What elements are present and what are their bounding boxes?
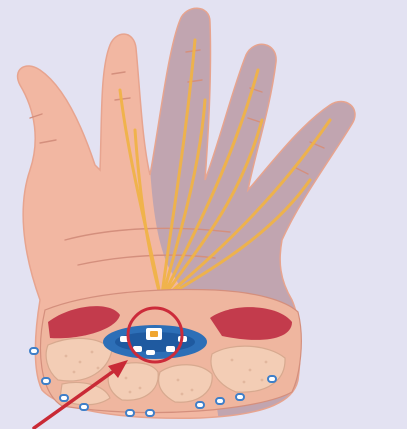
carpal-tunnel — [103, 325, 207, 359]
wrist-cross-section — [30, 290, 301, 416]
